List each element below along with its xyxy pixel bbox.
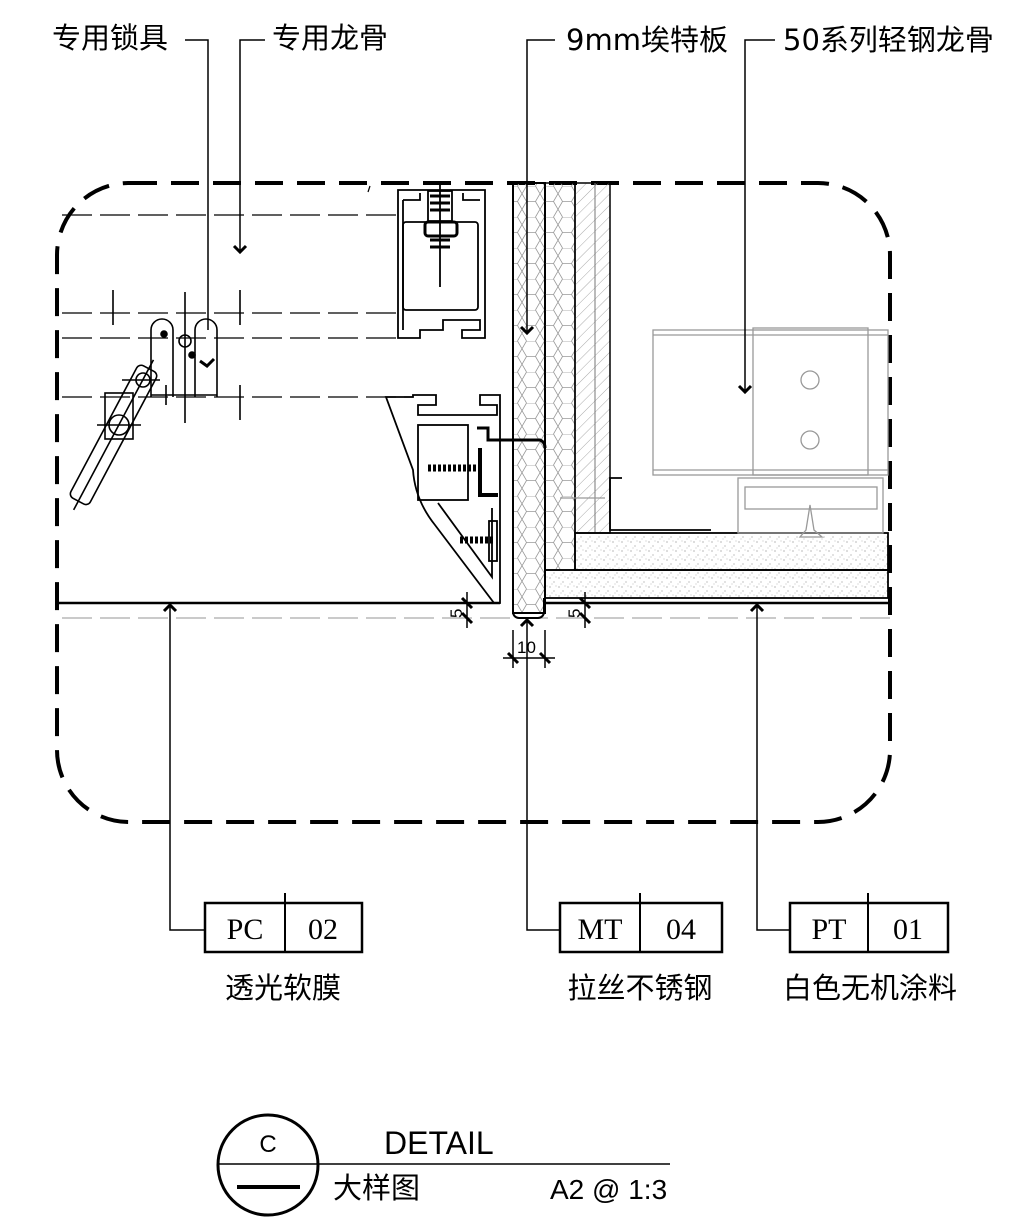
dimension-marks [460, 592, 592, 668]
top-keel-profile [397, 182, 486, 339]
lock-mechanism [69, 290, 241, 511]
floor-slab-lower [544, 569, 889, 599]
gypsum-layers [574, 182, 611, 534]
material-tag-mt: MT 04 拉丝不锈钢 [558, 893, 724, 1005]
light-steel-keel [560, 327, 889, 538]
callout-steel-keel: 50系列轻钢龙骨 [783, 23, 994, 57]
dim-gap-right: 5 [565, 609, 584, 618]
material-tag-pc: PC 02 透光软膜 [203, 893, 364, 1005]
title-block: C DETAIL 大样图 A2 @ 1:3 [216, 1113, 670, 1217]
tag-number: 02 [308, 913, 338, 946]
tag-number: 01 [893, 913, 923, 946]
tag-name: 拉丝不锈钢 [567, 971, 712, 1005]
leader-lines-top [185, 39, 775, 395]
tag-code: PT [811, 913, 846, 946]
tag-name: 白色无机涂料 [783, 971, 957, 1005]
tag-code: MT [578, 913, 623, 946]
callout-lock: 专用锁具 [52, 21, 168, 55]
detail-boundary [55, 181, 892, 824]
cement-board [512, 182, 546, 614]
detail-id: C [259, 1131, 276, 1158]
tag-code: PC [227, 913, 264, 946]
floor-slab-upper [574, 532, 889, 571]
detail-scale: A2 @ 1:3 [550, 1174, 667, 1205]
stainless-trim [512, 503, 545, 619]
board-layer-2 [544, 182, 576, 571]
detail-title: DETAIL [384, 1125, 494, 1161]
material-tag-pt: PT 01 白色无机涂料 [783, 893, 957, 1005]
callout-board: 9mm埃特板 [566, 23, 728, 57]
dim-gap-left: 5 [447, 609, 466, 618]
leader-lines-bottom [162, 602, 790, 931]
c-channel [609, 477, 711, 531]
tag-name: 透光软膜 [225, 971, 341, 1005]
callout-keel: 专用龙骨 [272, 21, 388, 55]
tag-number: 04 [666, 913, 696, 946]
detail-subtitle: 大样图 [333, 1171, 420, 1205]
